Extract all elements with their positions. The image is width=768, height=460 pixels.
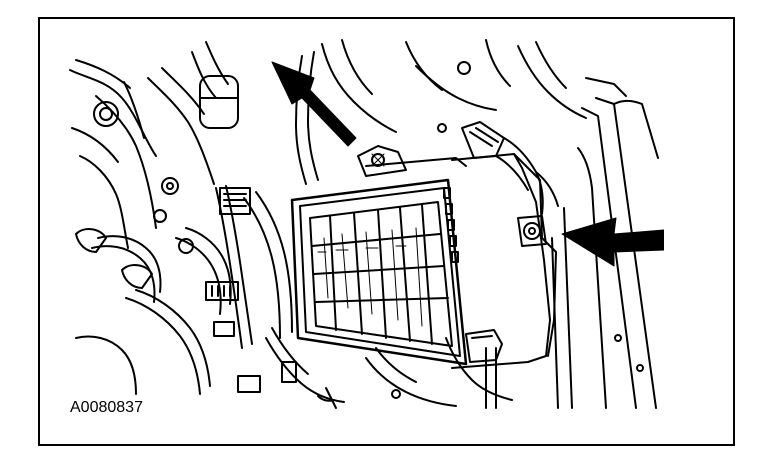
upper-structure: [321, 39, 587, 133]
arrow-icon-side: [561, 217, 664, 267]
control-module: [290, 145, 557, 369]
left-components: [75, 75, 297, 393]
electrical-connector: [461, 121, 559, 215]
wiring-and-hoses: [69, 41, 345, 403]
engine-compartment-illustration: [69, 39, 664, 409]
fender-apron: [551, 77, 659, 409]
lower-wiring: [317, 337, 513, 409]
figure-id-label: A0080837: [70, 399, 143, 416]
arrow-icon-upper: [271, 61, 357, 147]
